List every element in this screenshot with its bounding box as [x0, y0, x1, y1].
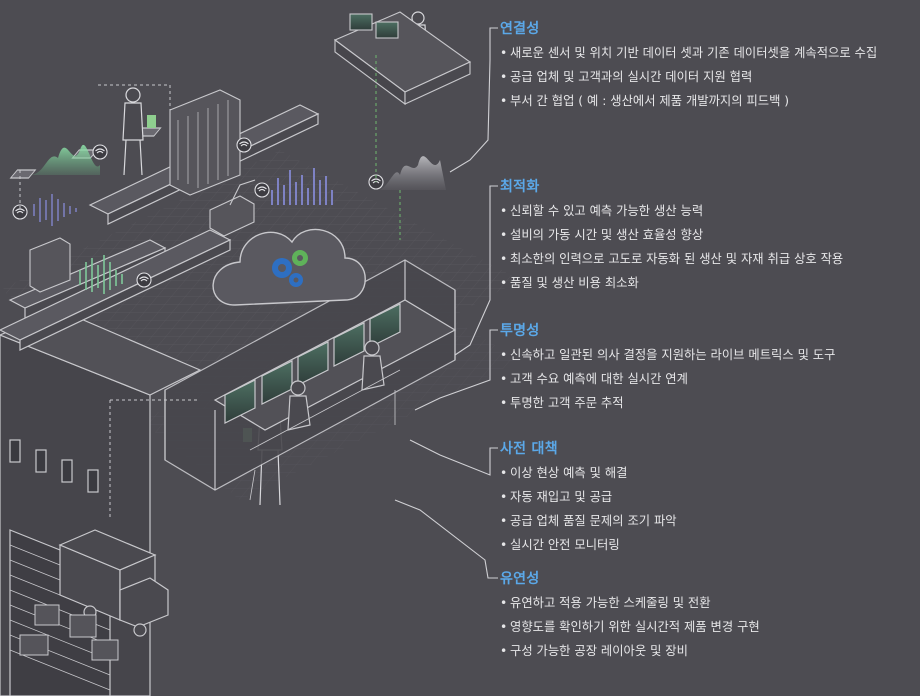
gear-icon — [272, 250, 308, 287]
wifi-icon — [12, 137, 384, 288]
pallet-boxes — [19, 604, 119, 661]
list-item: 고객 수요 예측에 대한 실시간 연계 — [494, 371, 914, 387]
section-items: 새로운 센서 및 위치 기반 데이터 셋과 기존 데이터셋을 계속적으로 수집 … — [494, 45, 914, 109]
section-connectors — [394, 27, 498, 579]
truck-icon — [58, 529, 169, 637]
list-item: 신뢰할 수 있고 예측 가능한 생산 능력 — [494, 203, 914, 219]
robot-station — [29, 89, 256, 293]
monitor-icon — [349, 13, 399, 39]
list-item: 부서 간 협업 ( 예 : 생산에서 제품 개발까지의 피드백 ) — [494, 93, 914, 109]
list-item: 구성 가능한 공장 레이아웃 및 장비 — [494, 643, 914, 659]
top-office — [333, 11, 472, 106]
section-title: 사전 대책 — [500, 441, 558, 457]
list-item: 공급 업체 품질 문제의 조기 파악 — [494, 513, 914, 529]
section-items: 신속하고 일관된 의사 결정을 지원하는 라이브 메트릭스 및 도구 고객 수요… — [494, 347, 914, 411]
control-monitors — [224, 303, 401, 424]
blue-bars — [271, 168, 333, 205]
list-item: 이상 현상 예측 및 해결 — [494, 465, 914, 481]
blue-wave — [33, 194, 77, 226]
control-room — [164, 259, 457, 501]
section-title: 유연성 — [500, 571, 540, 587]
section-title: 최적화 — [500, 179, 540, 195]
list-item: 영향도를 확인하기 위한 실시간적 제품 변경 구현 — [494, 619, 914, 635]
network-links — [19, 55, 401, 520]
section-flexibility: 유연성 유연하고 적용 가능한 스케줄링 및 전환 영향도를 확인하기 위한 실… — [494, 568, 914, 667]
list-item: 투명한 고객 주문 추적 — [494, 395, 914, 411]
section-items: 이상 현상 예측 및 해결 자동 재입고 및 공급 공급 업체 품질 문제의 조… — [494, 465, 914, 553]
section-items: 신뢰할 수 있고 예측 가능한 생산 능력 설비의 가동 시간 및 생산 효율성… — [494, 203, 914, 291]
list-item: 최소한의 인력으로 고도로 자동화 된 생산 및 자재 취급 상호 작용 — [494, 251, 914, 267]
section-title: 투명성 — [500, 323, 540, 339]
section-connectivity: 연결성 새로운 센서 및 위치 기반 데이터 셋과 기존 데이터셋을 계속적으로… — [494, 18, 914, 117]
operator-figures — [287, 340, 385, 431]
signal-waveforms — [30, 144, 446, 294]
building-windows — [9, 439, 99, 493]
list-item: 유연하고 적용 가능한 스케줄링 및 전환 — [494, 595, 914, 611]
list-item: 실시간 안전 모니터링 — [494, 537, 914, 553]
section-transparency: 투명성 신속하고 일관된 의사 결정을 지원하는 라이브 메트릭스 및 도구 고… — [494, 320, 914, 419]
section-title: 연결성 — [500, 21, 540, 37]
list-item: 신속하고 일관된 의사 결정을 지원하는 라이브 메트릭스 및 도구 — [494, 347, 914, 363]
list-item: 새로운 센서 및 위치 기반 데이터 셋과 기존 데이터셋을 계속적으로 수집 — [494, 45, 914, 61]
green-bars — [79, 255, 123, 294]
list-item: 공급 업체 및 고객과의 실시간 데이터 지원 협력 — [494, 69, 914, 85]
section-optimization: 최적화 신뢰할 수 있고 예측 가능한 생산 능력 설비의 가동 시간 및 생산… — [494, 176, 914, 299]
section-proactive: 사전 대책 이상 현상 예측 및 해결 자동 재입고 및 공급 공급 업체 품질… — [494, 438, 914, 561]
list-item: 품질 및 생산 비용 최소화 — [494, 275, 914, 291]
list-item: 설비의 가동 시간 및 생산 효율성 향상 — [494, 227, 914, 243]
list-item: 자동 재입고 및 공급 — [494, 489, 914, 505]
cloud-icon — [212, 228, 366, 306]
benefits-panel: 연결성 새로운 센서 및 위치 기반 데이터 셋과 기존 데이터셋을 계속적으로… — [494, 0, 914, 696]
section-items: 유연하고 적용 가능한 스케줄링 및 전환 영향도를 확인하기 위한 실시간적 … — [494, 595, 914, 659]
